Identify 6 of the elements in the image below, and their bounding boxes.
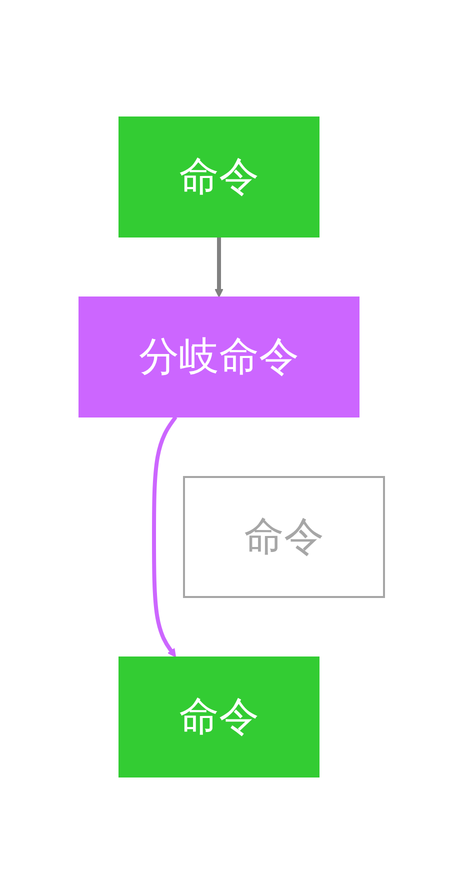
node-box: 分岐命令 — [78, 296, 359, 418]
node-box: 命令 — [182, 476, 384, 598]
node-box: 命令 — [118, 656, 319, 778]
arrow — [214, 237, 223, 298]
node-box: 命令 — [118, 116, 319, 238]
arrow — [152, 416, 177, 658]
